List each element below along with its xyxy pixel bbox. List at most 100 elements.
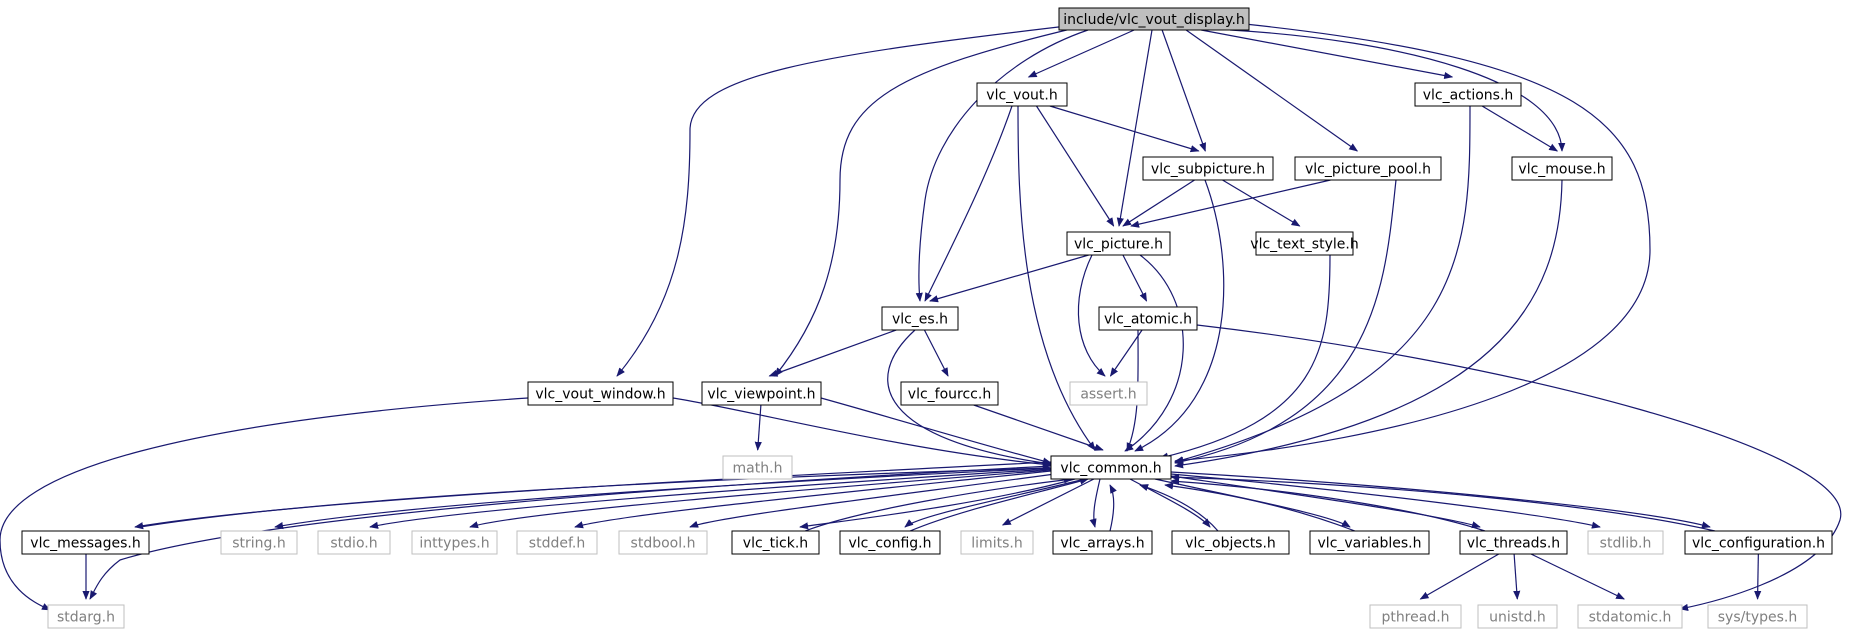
node-label: vlc_atomic.h	[1104, 312, 1192, 328]
node-label: string.h	[232, 536, 286, 552]
edge-vlc-vout-to-vlc-picture	[1035, 105, 1115, 227]
node-box	[839, 530, 941, 555]
node-box	[21, 530, 150, 555]
edge-vlc-threads-to-unistd	[1513, 553, 1521, 600]
node-box	[1058, 7, 1250, 31]
nodes-layer: include/vlc_vout_display.h vlc_vout.h vlc_…	[21, 7, 1833, 629]
node-label: vlc_subpicture.h	[1151, 162, 1265, 178]
node-vlc-actions[interactable]: vlc_actions.h	[1414, 82, 1522, 107]
node-vlc-vout-display[interactable]: include/vlc_vout_display.h	[1058, 7, 1250, 31]
node-box	[1477, 604, 1558, 629]
node-vlc-mouse[interactable]: vlc_mouse.h	[1511, 156, 1613, 181]
node-label: vlc_picture.h	[1074, 237, 1163, 253]
node-label: include/vlc_vout_display.h	[1063, 12, 1245, 28]
node-box	[1255, 231, 1354, 256]
edge-vlc-threads-to-vlc-common	[1170, 477, 1486, 532]
node-label: vlc_mouse.h	[1518, 162, 1605, 178]
edge-vlc-vout-display-to-vlc-subpicture	[1161, 29, 1206, 152]
node-stdlib: stdlib.h	[1587, 530, 1664, 555]
node-label: unistd.h	[1489, 610, 1546, 626]
node-stdio: stdio.h	[317, 530, 391, 555]
node-vlc-objects[interactable]: vlc_objects.h	[1171, 530, 1290, 555]
node-vlc-common[interactable]: vlc_common.h	[1050, 455, 1172, 480]
edge-vlc-vout-to-vlc-common	[1017, 105, 1096, 451]
node-label: vlc_configuration.h	[1692, 536, 1825, 552]
node-vlc-config[interactable]: vlc_config.h	[839, 530, 941, 555]
edge-vlc-common-to-vlc-threads	[1170, 475, 1481, 529]
node-label: stdarg.h	[57, 610, 115, 626]
node-box	[881, 306, 959, 331]
node-label: vlc_vout.h	[986, 88, 1057, 104]
edge-vlc-vout-display-to-vlc-picture	[1116, 29, 1153, 227]
node-label: vlc_text_style.h	[1250, 237, 1358, 253]
node-box	[1050, 455, 1172, 480]
node-box	[47, 604, 125, 629]
edge-vlc-viewpoint-to-math	[754, 404, 762, 451]
edge-vlc-picture-to-vlc-common	[1124, 254, 1184, 452]
node-vlc-fourcc[interactable]: vlc_fourcc.h	[900, 381, 999, 406]
node-label: vlc_common.h	[1060, 461, 1161, 477]
node-box	[527, 381, 674, 406]
node-box	[1684, 530, 1833, 555]
node-label: assert.h	[1080, 387, 1136, 403]
edge-vlc-vout-display-to-vlc-vout-window	[616, 25, 1068, 377]
edge-vlc-variables-to-vlc-common	[1164, 482, 1356, 532]
edge-vlc-common-to-vlc-configuration	[1170, 471, 1711, 529]
edge-vlc-configuration-to-sys-types	[1754, 553, 1762, 600]
node-vlc-arrays[interactable]: vlc_arrays.h	[1052, 530, 1153, 555]
edge-vlc-atomic-to-assert	[1109, 329, 1143, 377]
node-vlc-es[interactable]: vlc_es.h	[881, 306, 959, 331]
edge-vlc-config-to-vlc-common	[909, 477, 1089, 532]
node-vlc-picture-pool[interactable]: vlc_picture_pool.h	[1294, 156, 1442, 181]
edge-vlc-subpicture-to-vlc-text-style	[1222, 179, 1301, 227]
edge-vlc-common-to-stdlib	[1170, 473, 1601, 529]
node-label: stdatomic.h	[1589, 610, 1672, 626]
node-vlc-variables[interactable]: vlc_variables.h	[1309, 530, 1430, 555]
node-vlc-subpicture[interactable]: vlc_subpicture.h	[1142, 156, 1274, 181]
node-vlc-configuration[interactable]: vlc_configuration.h	[1684, 530, 1833, 555]
edge-vlc-vout-window-to-vlc-common	[672, 397, 1052, 468]
node-sys-types: sys/types.h	[1707, 604, 1808, 629]
node-vlc-vout-window[interactable]: vlc_vout_window.h	[527, 381, 674, 406]
edge-vlc-mouse-to-vlc-common	[1174, 179, 1563, 469]
node-label: stdlib.h	[1600, 536, 1652, 552]
node-label: vlc_objects.h	[1185, 536, 1276, 552]
edge-vlc-picture-to-assert	[1077, 254, 1106, 377]
edge-vlc-vout-to-vlc-es	[924, 105, 1013, 302]
edge-vlc-vout-to-vlc-subpicture	[1049, 105, 1200, 153]
node-box	[731, 530, 820, 555]
node-box	[1511, 156, 1613, 181]
node-label: vlc_viewpoint.h	[707, 387, 815, 403]
node-label: inttypes.h	[419, 536, 489, 552]
edge-vlc-subpicture-to-vlc-picture	[1122, 179, 1195, 227]
node-box	[317, 530, 391, 555]
edge-vlc-common-to-vlc-variables	[1154, 478, 1351, 528]
node-label: stdio.h	[330, 536, 377, 552]
node-box	[1459, 530, 1568, 555]
edge-vlc-picture-pool-to-vlc-picture	[1130, 179, 1331, 228]
node-box	[1066, 231, 1171, 256]
edge-vlc-tick-to-vlc-common	[804, 476, 1073, 532]
node-label: pthread.h	[1381, 610, 1449, 626]
node-vlc-picture[interactable]: vlc_picture.h	[1066, 231, 1171, 256]
node-vlc-vout[interactable]: vlc_vout.h	[976, 82, 1068, 107]
node-box	[1142, 156, 1274, 181]
edge-vlc-common-to-vlc-tick	[799, 478, 1076, 530]
node-stdarg: stdarg.h	[47, 604, 125, 629]
edge-vlc-threads-to-pthread	[1419, 553, 1500, 600]
node-vlc-viewpoint[interactable]: vlc_viewpoint.h	[701, 381, 822, 406]
node-vlc-atomic[interactable]: vlc_atomic.h	[1098, 306, 1198, 331]
node-vlc-messages[interactable]: vlc_messages.h	[21, 530, 150, 555]
edge-vlc-vout-window-to-stdarg	[0, 397, 529, 611]
node-vlc-tick[interactable]: vlc_tick.h	[731, 530, 820, 555]
node-label: vlc_threads.h	[1467, 536, 1560, 552]
edges-layer	[0, 23, 1842, 611]
node-box	[618, 530, 708, 555]
node-vlc-text-style[interactable]: vlc_text_style.h	[1250, 231, 1359, 256]
edge-vlc-common-to-vlc-arrays	[1089, 478, 1101, 528]
node-box	[1309, 530, 1430, 555]
node-label: vlc_picture_pool.h	[1305, 162, 1431, 178]
node-vlc-threads[interactable]: vlc_threads.h	[1459, 530, 1568, 555]
edge-vlc-common-to-vlc-config	[904, 478, 1086, 528]
edge-vlc-fourcc-to-vlc-common	[973, 404, 1104, 451]
